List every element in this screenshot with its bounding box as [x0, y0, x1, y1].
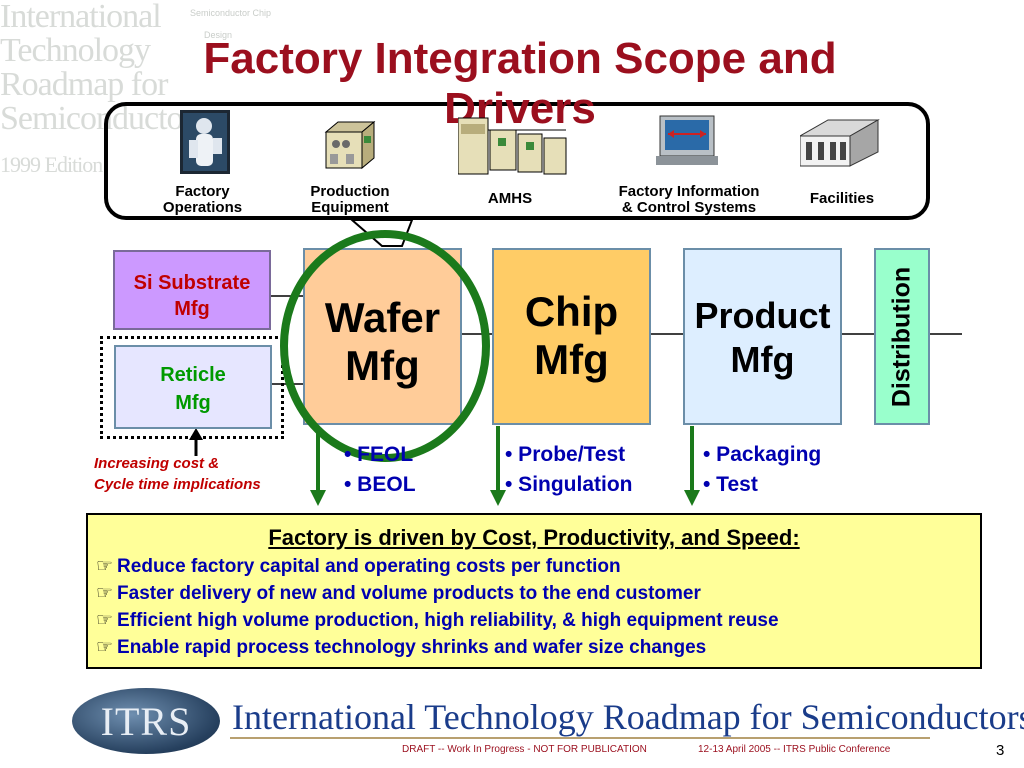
bullet-test: • Test — [703, 473, 758, 496]
wafer-bullets: • FEOL • BEOL — [344, 440, 416, 500]
scope-domains-box — [104, 102, 930, 220]
equipment-icon — [324, 120, 376, 170]
reticle-line2: Mfg — [175, 392, 211, 414]
driver-item: ☞Reduce factory capital and operating co… — [96, 556, 621, 577]
chip-down-arrow — [490, 426, 506, 506]
pointing-hand-icon: ☞ — [96, 556, 114, 577]
chip-line2: Mfg — [534, 336, 609, 383]
chip-bullets: • Probe/Test • Singulation — [505, 440, 633, 500]
amhs-icon — [458, 117, 567, 175]
itrs-logo: ITRS — [72, 688, 220, 754]
reticle-box: Reticle Mfg — [114, 345, 272, 429]
slide-title: Factory Integration Scope and Drivers — [203, 34, 837, 133]
chip-mfg-box: Chip Mfg — [492, 248, 651, 425]
building-icon — [800, 119, 880, 167]
bullet-feol: • FEOL — [344, 443, 414, 466]
reticle-line1: Reticle — [160, 364, 226, 386]
watermark-line: International — [0, 0, 162, 35]
bullet-singulation: • Singulation — [505, 473, 633, 496]
footer-banner: International Technology Roadmap for Sem… — [232, 697, 1024, 737]
watermark-line: Technology — [0, 32, 151, 69]
watermark-small-label: Semiconductor Chip — [190, 8, 272, 18]
domain-label-factory-information: Factory Information& Control Systems — [618, 183, 760, 216]
product-bullets: • Packaging • Test — [703, 440, 821, 500]
driver-item: ☞Efficient high volume production, high … — [96, 610, 779, 631]
distribution-box: Distribution — [874, 248, 930, 425]
reticle-dotted-frame — [100, 336, 284, 439]
product-line2: Mfg — [730, 339, 795, 380]
cost-note: Increasing cost & Cycle time implication… — [94, 455, 261, 493]
footer-draft-note: DRAFT -- Work In Progress - NOT FOR PUBL… — [402, 744, 647, 755]
wafer-highlight-circle — [280, 230, 490, 462]
pointing-hand-icon: ☞ — [96, 637, 114, 658]
product-down-arrow — [684, 426, 700, 506]
technician-icon — [180, 110, 230, 174]
si-substrate-line1: Si Substrate — [133, 272, 251, 294]
wafer-line1: Wafer — [324, 294, 441, 341]
distribution-label: Distribution — [887, 266, 916, 407]
si-substrate-box: Si Substrate Mfg — [113, 250, 271, 330]
pointing-hand-icon: ☞ — [96, 610, 114, 631]
bullet-probe-test: • Probe/Test — [505, 443, 626, 466]
wafer-mfg-box: Wafer Mfg — [303, 248, 462, 425]
watermark-line: Semiconductors — [0, 100, 206, 137]
page-number: 3 — [996, 742, 1005, 759]
footer-divider — [230, 737, 930, 739]
bullet-packaging: • Packaging — [703, 443, 822, 466]
watermark-edition: 1999 Edition — [0, 152, 103, 177]
footer-conference: 12-13 April 2005 -- ITRS Public Conferen… — [698, 744, 891, 755]
domain-label-facilities: Facilities — [809, 190, 875, 207]
wafer-down-arrow — [310, 426, 326, 506]
chip-line1: Chip — [524, 288, 619, 335]
domain-label-amhs: AMHS — [487, 190, 533, 207]
background-watermark: International Technology Roadmap for Sem… — [0, 0, 206, 190]
driver-item: ☞Enable rapid process technology shrinks… — [96, 637, 707, 658]
driver-item: ☞Faster delivery of new and volume produ… — [96, 583, 701, 604]
watermark-line: Roadmap for — [0, 66, 168, 103]
si-substrate-line2: Mfg — [174, 298, 210, 320]
drivers-box: Factory is driven by Cost, Productivity,… — [86, 513, 982, 669]
product-line1: Product — [694, 295, 831, 336]
product-mfg-box: Product Mfg — [683, 248, 842, 425]
wafer-line2: Mfg — [345, 342, 420, 389]
pointing-hand-icon: ☞ — [96, 583, 114, 604]
drivers-heading: Factory is driven by Cost, Productivity,… — [268, 525, 800, 550]
watermark-small-label: Design — [204, 30, 233, 40]
computer-icon — [656, 115, 718, 165]
logo-text: ITRS — [100, 699, 192, 744]
bullet-beol: • BEOL — [344, 473, 416, 496]
